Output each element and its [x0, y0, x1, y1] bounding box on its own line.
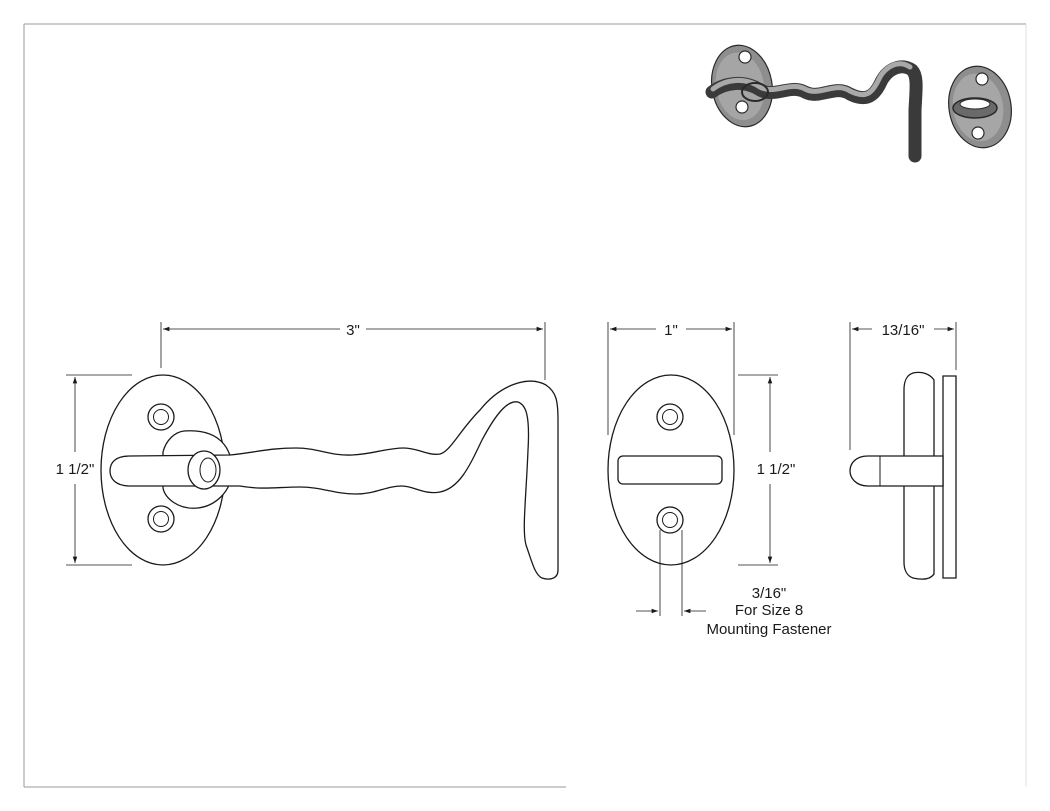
dimension-width-3in: 3" — [160, 322, 546, 380]
mounting-hole-top — [147, 403, 175, 431]
drawing-frame — [23, 23, 1027, 788]
eye-plate-hole-bottom — [656, 506, 684, 534]
end-view-pin — [849, 455, 944, 487]
fastener-note-line2: Mounting Fastener — [706, 621, 831, 638]
front-width-label: 3" — [346, 322, 360, 339]
eye-plate-hole-top — [656, 403, 684, 431]
front-height-label: 1 1/2" — [56, 461, 95, 478]
pivot-pin — [187, 450, 221, 490]
front-view — [100, 374, 559, 580]
eye-plate-slot — [617, 455, 723, 485]
isometric-hook-view — [705, 44, 923, 163]
hook-arm — [109, 380, 559, 580]
isometric-eye-plate-view — [948, 65, 1012, 149]
fastener-note-line1: For Size 8 — [735, 602, 803, 619]
end-depth-label: 13/16" — [882, 322, 925, 339]
mounting-hole-bottom — [147, 505, 175, 533]
side-height-label: 1 1/2" — [757, 461, 796, 478]
dimension-height-front: 1 1/2" — [56, 374, 132, 566]
dimension-height-side: 1 1/2" — [738, 374, 796, 566]
hole-size-label: 3/16" — [752, 585, 787, 602]
dimension-width-1in: 1" — [607, 322, 735, 435]
side-width-label: 1" — [664, 322, 678, 339]
dimension-hole-3-16: 3/16" For Size 8 Mounting Fastener — [636, 530, 832, 638]
dimension-depth-13-16: 13/16" — [849, 322, 957, 450]
side-view — [607, 374, 735, 566]
end-view — [849, 371, 957, 580]
